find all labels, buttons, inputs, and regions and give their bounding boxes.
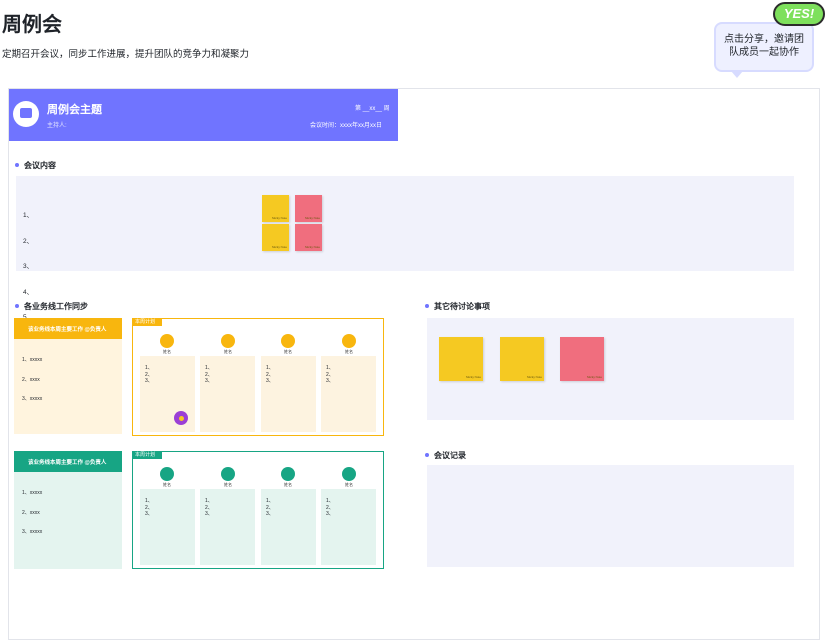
- sticky-note[interactable]: Sticky Note: [262, 195, 289, 222]
- owner-card-title[interactable]: 该业务线本周主要工作 @负责人: [28, 460, 107, 466]
- member-list[interactable]: 1、2、3、: [145, 365, 153, 384]
- avatar: [281, 467, 295, 481]
- weekly-plan-tag: 本周计划: [132, 451, 162, 459]
- owner-card-list[interactable]: 1、xxxxx 2、xxxx 3、xxxxx: [22, 344, 42, 409]
- member-list[interactable]: 1、2、3、: [266, 498, 274, 517]
- weekly-plan-frame-orange[interactable]: [132, 318, 384, 436]
- other-items-panel[interactable]: [427, 318, 794, 420]
- member-column[interactable]: [321, 356, 376, 432]
- meeting-week[interactable]: 第 __xx__ 周: [355, 106, 390, 112]
- chat-icon-inner: [20, 108, 32, 118]
- member-list[interactable]: 1、2、3、: [266, 365, 274, 384]
- section-bullet: [15, 304, 19, 308]
- list-item: 3、xxxxx: [22, 396, 43, 402]
- share-bubble-tail: [731, 71, 743, 78]
- sticky-note[interactable]: Sticky Note: [500, 337, 544, 381]
- weekly-plan-tag: 本周计划: [132, 318, 162, 326]
- member-list[interactable]: 1、2、3、: [145, 498, 153, 517]
- member-name: 姓名: [345, 349, 353, 354]
- list-item: 3、: [23, 263, 34, 270]
- avatar: [281, 334, 295, 348]
- meeting-title[interactable]: 周例会主题: [47, 104, 102, 116]
- avatar: [160, 334, 174, 348]
- sticky-note[interactable]: Sticky Note: [560, 337, 604, 381]
- member-name: 姓名: [224, 482, 232, 487]
- list-item: 2、: [23, 237, 34, 245]
- sticky-note[interactable]: Sticky Note: [295, 195, 322, 222]
- member-list[interactable]: 1、2、3、: [326, 498, 334, 517]
- meeting-record-panel[interactable]: [427, 465, 794, 567]
- share-hint-bubble[interactable]: 点击分享，邀请团 队成员一起协作: [714, 22, 814, 72]
- avatar: [342, 334, 356, 348]
- section-work-sync: 各业务线工作同步: [24, 302, 88, 311]
- meeting-host[interactable]: 主持人:: [47, 123, 67, 129]
- member-name: 姓名: [163, 482, 171, 487]
- member-list[interactable]: 1、2、3、: [326, 365, 334, 384]
- owner-card-header: [14, 318, 122, 339]
- owner-card-header: [14, 451, 122, 472]
- member-list[interactable]: 1、2、3、: [205, 365, 213, 384]
- section-bullet: [425, 304, 429, 308]
- member-column[interactable]: [261, 356, 316, 432]
- list-item: 1、xxxxx: [22, 490, 43, 496]
- section-meeting-content: 会议内容: [24, 161, 56, 170]
- list-item: 5: [23, 314, 33, 323]
- avatar: [342, 467, 356, 481]
- section-bullet: [425, 453, 429, 457]
- list-item: 2、xxxx: [22, 376, 40, 383]
- member-column[interactable]: [321, 489, 376, 565]
- member-column[interactable]: [261, 489, 316, 565]
- section-meeting-record: 会议记录: [434, 451, 466, 460]
- weekly-plan-frame-green[interactable]: [132, 451, 384, 569]
- member-name: 姓名: [345, 482, 353, 487]
- avatar: [221, 334, 235, 348]
- yes-sticker: YES!: [773, 2, 825, 26]
- member-column[interactable]: [200, 356, 255, 432]
- sticky-note[interactable]: Sticky Note: [439, 337, 483, 381]
- avatar: [160, 467, 174, 481]
- member-name: 姓名: [284, 349, 292, 354]
- list-item: 1、: [23, 212, 34, 219]
- share-hint-line2: 队成员一起协作: [729, 47, 799, 58]
- page-subtitle: 定期召开会议，同步工作进展，提升团队的竞争力和凝聚力: [2, 49, 250, 60]
- share-hint-line1: 点击分享，邀请团: [724, 34, 804, 45]
- owner-card-title[interactable]: 该业务线本周主要工作 @负责人: [28, 327, 107, 333]
- member-name: 姓名: [224, 349, 232, 354]
- sticky-note[interactable]: Sticky Note: [262, 224, 289, 251]
- member-column[interactable]: [140, 489, 195, 565]
- flower-sticker-center: [179, 416, 184, 421]
- sticky-note[interactable]: Sticky Note: [295, 224, 322, 251]
- page-title: 周例会: [2, 14, 62, 36]
- member-name: 姓名: [163, 349, 171, 354]
- list-item: 2、xxxx: [22, 509, 40, 516]
- section-bullet: [15, 163, 19, 167]
- member-column[interactable]: [200, 489, 255, 565]
- list-item: 1、xxxxx: [22, 357, 43, 363]
- section-other-items: 其它待讨论事项: [434, 302, 490, 311]
- meeting-content-panel[interactable]: [16, 176, 794, 271]
- avatar: [221, 467, 235, 481]
- owner-card-list[interactable]: 1、xxxxx 2、xxxx 3、xxxxx: [22, 477, 42, 542]
- list-item: 4、: [23, 288, 34, 296]
- list-item: 3、xxxxx: [22, 529, 43, 535]
- meeting-time[interactable]: 会议时间：xxxx年xx月xx日: [310, 123, 383, 129]
- member-name: 姓名: [284, 482, 292, 487]
- member-list[interactable]: 1、2、3、: [205, 498, 213, 517]
- meeting-header: [9, 89, 398, 141]
